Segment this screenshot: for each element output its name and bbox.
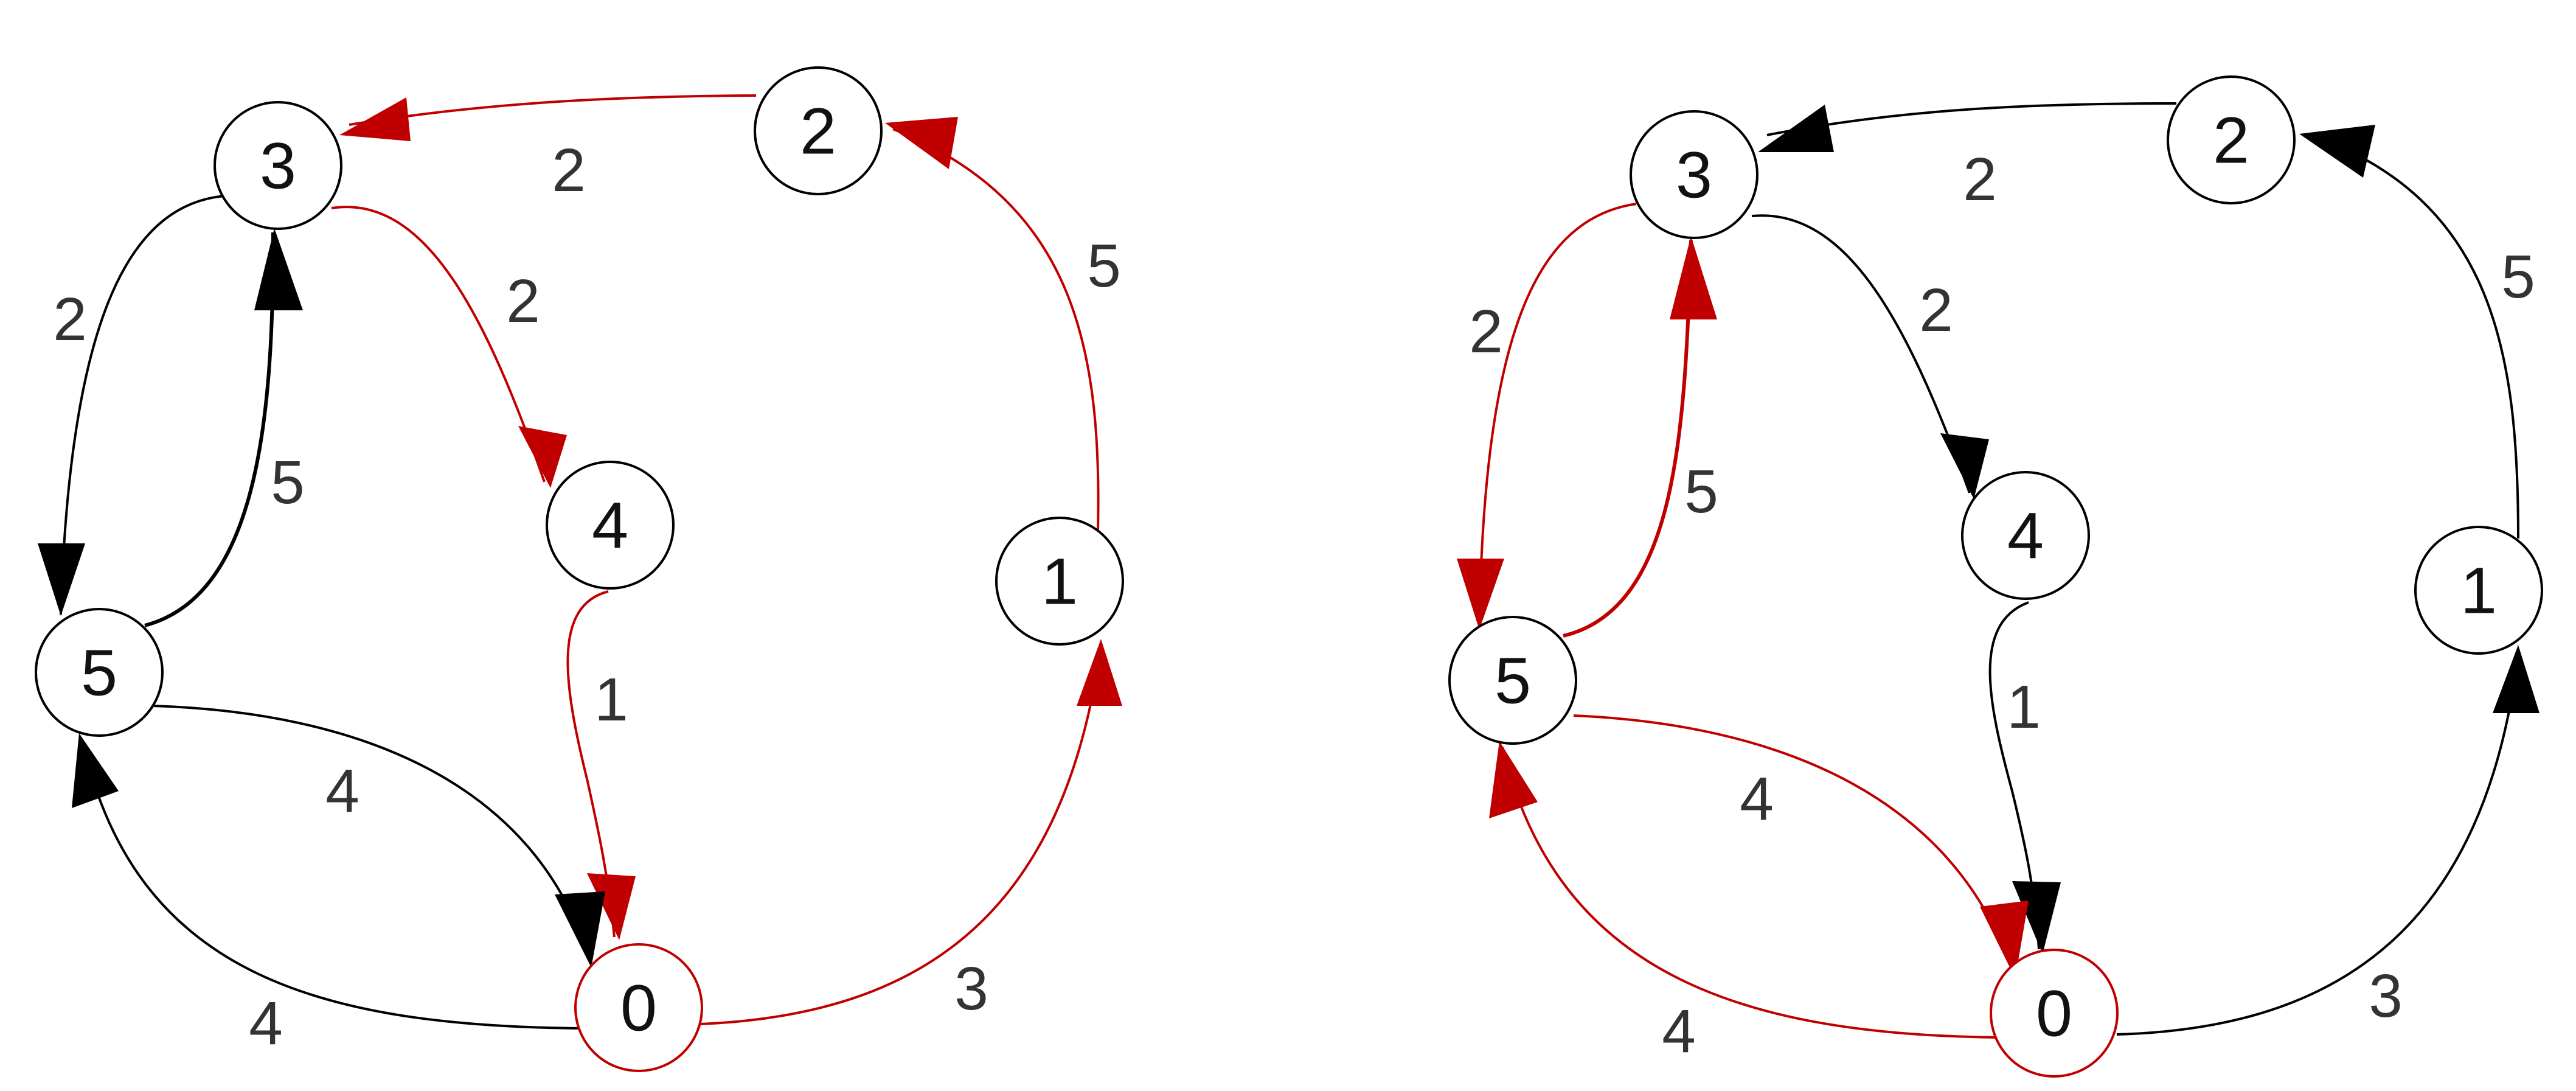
g2-node-2: 2 xyxy=(2167,75,2296,204)
g2-node-1: 1 xyxy=(2414,526,2543,655)
g2-weight-3-5: 2 xyxy=(1469,298,1503,366)
g1-node-4-label: 4 xyxy=(592,489,628,562)
g2-edge-3-5 xyxy=(1478,203,1637,627)
g1-arrowhead-0-5 xyxy=(72,733,119,808)
g2-arrowhead-5-0 xyxy=(1980,901,2029,978)
g1-edge-5-3 xyxy=(144,232,276,627)
g1-node-1-label: 1 xyxy=(1041,545,1078,618)
g1-weight-5-0: 4 xyxy=(325,757,359,825)
g2-node-3: 3 xyxy=(1630,110,1758,239)
g2-weight-2-3: 2 xyxy=(1963,145,1997,214)
g1-node-4: 4 xyxy=(546,461,675,590)
g2-node-5-label: 5 xyxy=(1495,644,1531,717)
g2-arrowhead-3-4 xyxy=(1940,433,1989,499)
g1-weight-0-5: 4 xyxy=(249,989,283,1058)
g2-node-2-label: 2 xyxy=(2213,103,2249,177)
g2-node-4-label: 4 xyxy=(2007,499,2044,573)
g2-edge-5-0 xyxy=(1573,714,2015,974)
g1-arrowhead-2-3 xyxy=(339,97,411,141)
g1-node-3-label: 3 xyxy=(260,129,296,203)
g1-edge-5-0 xyxy=(151,705,591,962)
g1-node-5-label: 5 xyxy=(81,636,117,709)
g1-weight-3-4: 2 xyxy=(506,267,540,335)
g1-node-2-label: 2 xyxy=(800,94,836,168)
g2-weight-1-2: 5 xyxy=(2501,243,2535,311)
g2-arrowhead-2-3 xyxy=(1758,105,1834,152)
g2-node-1-label: 1 xyxy=(2460,554,2497,627)
g1-edge-0-1 xyxy=(700,645,1101,1024)
g2-node-5: 5 xyxy=(1448,616,1577,745)
g2-node-0: 0 xyxy=(1990,949,2119,1078)
graph-2: 3 2 4 1 5 0 2 5 2 2 5 1 4 4 3 xyxy=(1448,75,2543,1078)
g1-weight-3-5: 2 xyxy=(53,285,87,354)
g2-edge-5-3 xyxy=(1563,240,1693,638)
g1-weight-4-0: 1 xyxy=(594,666,628,734)
g1-edge-3-5 xyxy=(60,195,226,615)
g2-edge-0-5 xyxy=(1501,747,1999,1039)
g2-weight-3-4: 2 xyxy=(1919,276,1953,344)
g1-edge-0-1-line xyxy=(699,644,1102,1025)
g1-node-2: 2 xyxy=(754,66,883,195)
g1-weight-1-2: 5 xyxy=(1087,232,1121,300)
g2-arrowhead-5-3 xyxy=(1670,236,1717,319)
g2-node-3-label: 3 xyxy=(1676,138,1712,212)
g1-weight-5-3: 5 xyxy=(271,448,305,517)
g2-arrowhead-1-2 xyxy=(2299,125,2375,178)
g2-arrowhead-4-0 xyxy=(2012,881,2061,954)
g1-edge-1-2 xyxy=(892,128,1100,531)
g2-arrowhead-3-5 xyxy=(1457,559,1504,630)
g1-arrowhead-5-0 xyxy=(555,891,605,967)
g1-weight-2-3: 2 xyxy=(552,136,586,204)
g1-node-3: 3 xyxy=(214,101,342,230)
g2-node-0-label: 0 xyxy=(2036,977,2072,1050)
g2-arrowhead-0-1 xyxy=(2493,645,2540,713)
g1-edge-0-5 xyxy=(81,739,578,1030)
g2-edge-0-1 xyxy=(2116,654,2519,1036)
g1-edge-3-4 xyxy=(331,206,546,483)
g2-weight-0-5: 4 xyxy=(1662,997,1696,1065)
g1-edge-2-3 xyxy=(349,94,757,126)
g1-arrowhead-4-0 xyxy=(587,873,636,940)
g2-weight-0-1: 3 xyxy=(2369,962,2403,1030)
g1-arrowhead-5-3 xyxy=(254,228,303,310)
g2-edge-1-2 xyxy=(2311,134,2519,539)
g2-node-4: 4 xyxy=(1961,471,2090,600)
g2-weight-5-0: 4 xyxy=(1740,765,1774,833)
g1-node-0: 0 xyxy=(574,943,703,1072)
g1-node-5: 5 xyxy=(35,608,164,737)
g1-arrowhead-0-1 xyxy=(1077,639,1122,706)
graph-1: 3 2 4 1 5 0 2 5 2 2 5 1 4 4 3 xyxy=(35,66,1124,1072)
g1-node-1: 1 xyxy=(995,517,1124,646)
g1-weight-0-1: 3 xyxy=(954,955,988,1023)
g1-node-0-label: 0 xyxy=(620,971,657,1045)
g2-arrowhead-0-5 xyxy=(1489,741,1538,818)
g2-edge-3-4 xyxy=(1751,214,1971,493)
g1-arrowhead-1-2 xyxy=(885,117,958,169)
g2-weight-4-0: 1 xyxy=(2007,673,2041,741)
g2-weight-5-3: 5 xyxy=(1684,458,1718,526)
g1-arrowhead-3-5 xyxy=(38,543,85,616)
g1-arrowhead-3-4 xyxy=(518,426,567,488)
